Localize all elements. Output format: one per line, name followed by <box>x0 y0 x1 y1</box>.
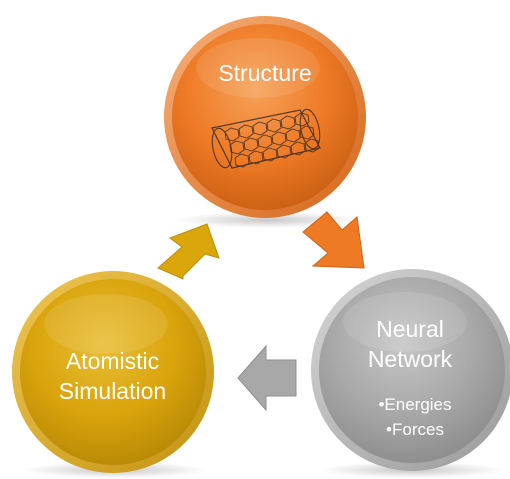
neural-network-line-1: Neural <box>376 316 444 342</box>
arrow-structure-to-network <box>302 211 365 269</box>
neural-network-node <box>311 269 510 471</box>
atomistic-simulation-node <box>12 271 214 473</box>
carbon-nanotube-icon <box>211 108 321 169</box>
atomistic-simulation-label: Atomistic Simulation <box>30 346 195 406</box>
neural-network-label: Neural Network <box>335 314 485 374</box>
neural-network-outputs: •Energies •Forces <box>340 392 490 442</box>
bullet-energies: •Energies <box>378 395 452 414</box>
neural-network-line-2: Network <box>367 346 453 372</box>
arrow-network-to-simulation <box>237 344 297 412</box>
atomistic-simulation-line-1: Atomistic <box>65 348 160 374</box>
structure-label: Structure <box>218 60 312 86</box>
atomistic-simulation-line-2: Simulation <box>58 378 167 404</box>
bullet-forces: •Forces <box>386 420 444 439</box>
arrow-simulation-to-structure <box>157 223 220 280</box>
